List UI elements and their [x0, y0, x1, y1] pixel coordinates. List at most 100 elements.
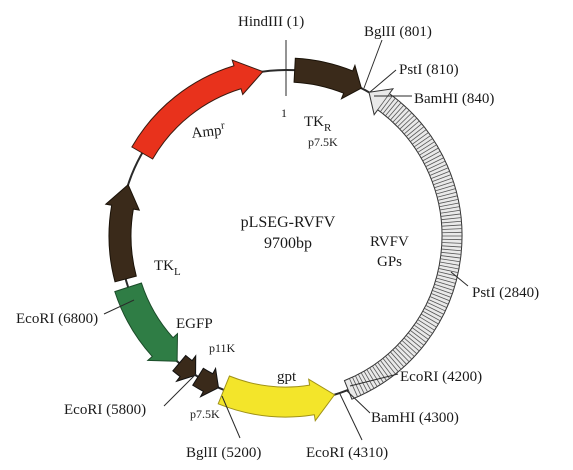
- rvfv-hatch-line: [425, 305, 444, 315]
- rvfv-hatch-line: [369, 367, 381, 385]
- rvfv-hatch-line: [429, 167, 449, 176]
- rvfv-hatch-line: [387, 102, 402, 119]
- rvfv-hatch-line: [352, 376, 362, 396]
- rvfv-hatch-line: [417, 319, 435, 331]
- rvfv-hatch-line: [413, 324, 431, 337]
- site-ecori-6800: EcoRI (6800): [16, 311, 98, 327]
- site-psti-810: PstI (810): [399, 62, 459, 78]
- rvfv-hatch-line: [403, 120, 420, 135]
- leader-ecori-6800: [103, 299, 135, 315]
- leader-psti-2840: [450, 271, 469, 287]
- leader-psti-810: [369, 69, 397, 93]
- rvfv-hatch-line: [399, 115, 415, 130]
- rvfv-hatch-line: [410, 129, 427, 143]
- rvfv-hatch-line: [349, 378, 358, 397]
- rvfv-hatch-line: [430, 293, 450, 302]
- rvfv-hatch-line: [382, 97, 396, 114]
- rvfv-hatch-line: [405, 335, 422, 349]
- rvfv-hatch-line: [411, 327, 429, 340]
- rvfv-hatch-line: [397, 112, 413, 128]
- rvfv-hatch-line: [436, 274, 457, 281]
- rvfv-hatch-line: [410, 329, 427, 343]
- leader-ecori-4200: [349, 373, 399, 387]
- rvfv-hatch-line: [417, 141, 435, 153]
- site-hindiii: HindIII (1): [238, 14, 304, 30]
- rvfv-hatch-line: [441, 228, 462, 230]
- rvfv-hatch-line: [441, 251, 462, 255]
- rvfv-hatch-line: [441, 217, 462, 221]
- rvfv-gps-hatching: [349, 93, 462, 397]
- rvfv-hatch-line: [379, 360, 393, 377]
- rvfv-hatch-line: [355, 375, 365, 394]
- rvfv-hatch-line: [438, 268, 459, 273]
- rvfv-hatch-line: [435, 280, 455, 288]
- rvfv-hatch-line: [436, 277, 456, 284]
- tk-right-arm: [293, 57, 362, 100]
- plasmid-size: 9700bp: [264, 235, 312, 252]
- rvfv-hatch-line: [432, 290, 452, 298]
- rvfv-hatch-line: [394, 347, 410, 363]
- site-bamhi-4300: BamHI (4300): [371, 410, 459, 426]
- rvfv-hatch-line: [385, 100, 399, 117]
- rvfv-hatch-line: [425, 157, 444, 167]
- rvfv-hatch-line: [420, 313, 439, 325]
- rvfv-hatch-line: [415, 138, 433, 151]
- p75k-bottom-label: p7.5K: [190, 407, 220, 421]
- rvfv-hatch-line: [360, 372, 372, 391]
- rvfv-hatch-line: [401, 340, 418, 355]
- rvfv-hatch-line: [426, 302, 446, 312]
- rvfv-hatch-line: [428, 164, 447, 173]
- rvfv-hatch-line: [413, 135, 431, 148]
- egfp-label: EGFP: [176, 316, 213, 332]
- rvfv-hatch-line: [397, 344, 413, 360]
- rvfv-hatch-line: [419, 316, 437, 328]
- leader-ecori-5800: [163, 373, 197, 407]
- rvfv-hatch-line: [436, 191, 457, 198]
- rvfv-hatch-line: [433, 286, 453, 295]
- rvfv-hatch-line: [432, 174, 452, 182]
- rvfv-hatch-line: [419, 144, 437, 156]
- site-bamhi-840: BamHI (840): [414, 91, 494, 107]
- tkl-label: TKL: [154, 258, 181, 278]
- rvfv-hatch-line: [408, 126, 425, 140]
- p75k-top-label: p7.5K: [308, 135, 338, 149]
- rvfv-hatch-line: [441, 242, 462, 244]
- rvfv-hatch-line: [424, 154, 443, 165]
- rvfv-hatch-line: [441, 248, 462, 252]
- p11k-promoter: [172, 354, 197, 383]
- rvfv-hatch-line: [366, 369, 378, 387]
- rvfv-hatch-line: [371, 365, 384, 383]
- rvfv-hatch-line: [426, 160, 446, 170]
- rvfv-hatch-line: [385, 355, 399, 372]
- rvfv-hatch-line: [434, 181, 454, 189]
- rvfv-hatch-line: [403, 337, 420, 352]
- site-ecori-4200: EcoRI (4200): [400, 369, 482, 385]
- gpt-gene: [217, 375, 336, 422]
- rvfv-hatch-line: [411, 132, 429, 145]
- rvfv-label-line2: GPs: [377, 254, 402, 270]
- rvfv-hatch-line: [440, 209, 461, 214]
- rvfv-gps-gene: [343, 88, 463, 400]
- one-label: 1: [281, 106, 287, 120]
- p7-5k-promoter-bottom: [192, 366, 220, 398]
- rvfv-hatch-line: [439, 202, 459, 208]
- rvfv-hatch-line: [392, 107, 407, 123]
- rvfv-hatch-line: [424, 307, 443, 318]
- rvfv-hatch-line: [438, 199, 459, 204]
- rvfv-hatch-line: [415, 321, 433, 334]
- rvfv-hatch-line: [405, 123, 422, 137]
- p11k-label: p11K: [209, 341, 236, 355]
- rvfv-hatch-line: [434, 283, 454, 291]
- rvfv-hatch-line: [377, 361, 390, 379]
- rvfv-hatch-line: [433, 177, 453, 186]
- rvfv-hatch-line: [441, 224, 462, 227]
- gpt-label: gpt: [277, 369, 297, 385]
- rvfv-hatch-line: [441, 220, 462, 224]
- site-leader-lines: [103, 39, 469, 441]
- site-ecori-4310: EcoRI (4310): [306, 445, 388, 461]
- rvfv-hatch-line: [437, 271, 458, 277]
- rvfv-hatch-line: [436, 188, 456, 195]
- rvfv-hatch-line: [382, 358, 396, 375]
- rvfv-hatch-line: [428, 299, 447, 308]
- rvfv-hatch-line: [422, 310, 441, 322]
